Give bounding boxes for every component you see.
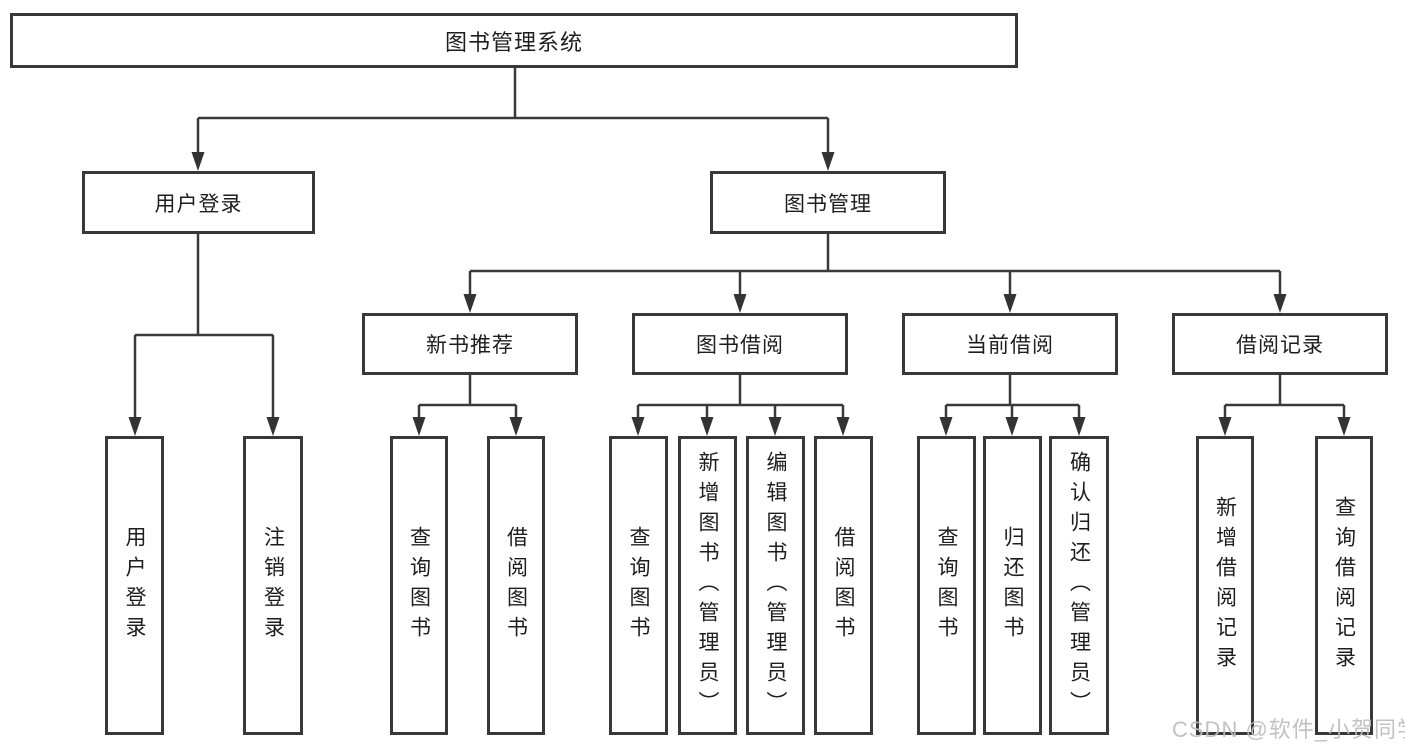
leaf-user-login-label: 用户登录 bbox=[123, 525, 146, 646]
leaf-borrow-books: 借阅图书 bbox=[814, 436, 873, 735]
leaf-return-books-label: 归还图书 bbox=[1001, 525, 1024, 646]
leaf-add-borrow-record-label: 新增借阅记录 bbox=[1213, 495, 1237, 676]
leaf-query-books-current: 查询图书 bbox=[917, 436, 976, 735]
leaf-confirm-return-admin-label: 确认归还（管理员） bbox=[1067, 450, 1091, 721]
leaf-borrow-books-label: 借阅图书 bbox=[832, 525, 855, 646]
leaf-query-borrow-record: 查询借阅记录 bbox=[1315, 436, 1373, 735]
leaf-query-books-recommend-label: 查询图书 bbox=[407, 525, 431, 646]
leaf-edit-books-admin-label: 编辑图书（管理员） bbox=[764, 450, 787, 721]
node-book-management-label: 图书管理 bbox=[784, 192, 872, 216]
node-borrowing-records-label: 借阅记录 bbox=[1236, 334, 1324, 357]
node-current-borrowing: 当前借阅 bbox=[902, 313, 1118, 375]
node-root-system: 图书管理系统 bbox=[10, 13, 1018, 68]
leaf-query-borrow-record-label: 查询借阅记录 bbox=[1332, 495, 1356, 676]
node-book-management: 图书管理 bbox=[710, 171, 946, 234]
leaf-query-books-recommend: 查询图书 bbox=[390, 436, 448, 735]
node-new-book-recommend-label: 新书推荐 bbox=[426, 334, 514, 357]
leaf-user-login: 用户登录 bbox=[105, 436, 164, 735]
leaf-add-books-admin: 新增图书（管理员） bbox=[678, 436, 737, 735]
node-current-borrowing-label: 当前借阅 bbox=[966, 334, 1054, 357]
leaf-query-books-borrowing-label: 查询图书 bbox=[627, 525, 650, 646]
leaf-logout: 注销登录 bbox=[243, 436, 303, 735]
leaf-add-borrow-record: 新增借阅记录 bbox=[1196, 436, 1254, 735]
node-user-login: 用户登录 bbox=[82, 171, 315, 234]
leaf-add-books-admin-label: 新增图书（管理员） bbox=[696, 450, 719, 721]
node-book-borrowing: 图书借阅 bbox=[632, 313, 848, 375]
leaf-borrow-books-recommend: 借阅图书 bbox=[487, 436, 545, 735]
arrowheads bbox=[128, 152, 1351, 436]
leaf-confirm-return-admin: 确认归还（管理员） bbox=[1049, 436, 1109, 735]
node-borrowing-records: 借阅记录 bbox=[1172, 313, 1388, 375]
leaf-borrow-books-recommend-label: 借阅图书 bbox=[504, 525, 528, 646]
node-book-borrowing-label: 图书借阅 bbox=[696, 334, 784, 357]
leaf-return-books: 归还图书 bbox=[983, 436, 1042, 735]
node-user-login-label: 用户登录 bbox=[154, 192, 243, 216]
leaf-query-books-borrowing: 查询图书 bbox=[609, 436, 668, 735]
csdn-watermark: CSDN @软件_小贺同学 bbox=[1172, 717, 1405, 742]
node-root-label: 图书管理系统 bbox=[444, 29, 583, 55]
node-new-book-recommend: 新书推荐 bbox=[362, 313, 578, 375]
leaf-logout-label: 注销登录 bbox=[261, 525, 285, 646]
leaf-query-books-current-label: 查询图书 bbox=[935, 525, 958, 646]
leaf-edit-books-admin: 编辑图书（管理员） bbox=[746, 436, 805, 735]
